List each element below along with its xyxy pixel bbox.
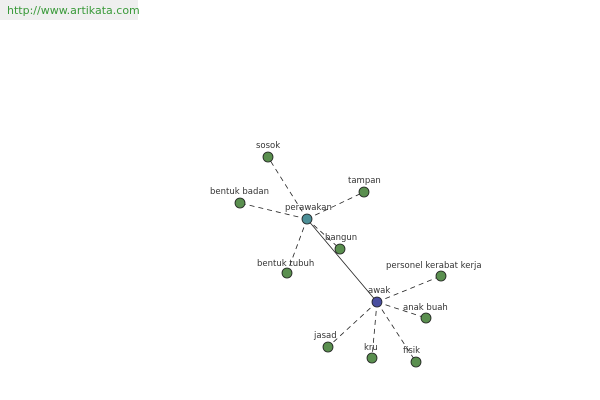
graph-edges	[239, 156, 442, 363]
node-bentuk-badan[interactable]	[234, 197, 246, 209]
node-bentuk-tubuh[interactable]	[281, 267, 293, 279]
graph-nodes	[234, 151, 447, 368]
node-kru[interactable]	[366, 352, 378, 364]
node-label-kru[interactable]: kru	[364, 343, 378, 353]
node-anak-buah[interactable]	[420, 312, 432, 324]
edge-awak-kru	[371, 301, 378, 359]
edge-perawakan-sosok	[267, 156, 308, 220]
edge-awak-fisik	[376, 301, 417, 363]
node-label-tampan[interactable]: tampan	[348, 176, 381, 186]
node-bangun[interactable]	[334, 243, 346, 255]
node-label-awak[interactable]: awak	[368, 286, 390, 296]
site-url-link[interactable]: http://www.artikata.com	[7, 4, 140, 17]
edge-awak-personel-kerabat-kerja	[376, 275, 442, 303]
node-tampan[interactable]	[358, 186, 370, 198]
edge-perawakan-tampan	[306, 191, 365, 220]
graph-labels: perawakan awak sosok tampan bentuk badan bang…	[210, 141, 482, 356]
node-label-sosok[interactable]: sosok	[256, 141, 280, 151]
edge-perawakan-bentuk-tubuh	[286, 218, 308, 274]
node-label-fisik[interactable]: fisik	[403, 346, 420, 356]
node-label-personel-kerabat-kerja[interactable]: personel kerabat kerja	[386, 261, 482, 271]
node-jasad[interactable]	[322, 341, 334, 353]
edge-awak-jasad	[327, 301, 378, 348]
edge-perawakan-awak	[306, 218, 378, 303]
node-label-anak-buah[interactable]: anak buah	[403, 303, 448, 313]
node-awak[interactable]	[371, 296, 383, 308]
node-label-jasad[interactable]: jasad	[313, 331, 337, 341]
edge-perawakan-bangun	[306, 218, 341, 250]
node-fisik[interactable]	[410, 356, 422, 368]
url-header: http://www.artikata.com	[0, 0, 140, 20]
node-label-perawakan[interactable]: perawakan	[285, 203, 332, 213]
node-label-bentuk-badan[interactable]: bentuk badan	[210, 187, 269, 197]
node-sosok[interactable]	[262, 151, 274, 163]
node-label-bentuk-tubuh[interactable]: bentuk tubuh	[257, 259, 314, 269]
node-personel-kerabat-kerja[interactable]	[435, 270, 447, 282]
edge-perawakan-bentuk-badan	[239, 202, 308, 220]
node-label-bangun[interactable]: bangun	[325, 233, 357, 243]
node-perawakan[interactable]	[301, 213, 313, 225]
